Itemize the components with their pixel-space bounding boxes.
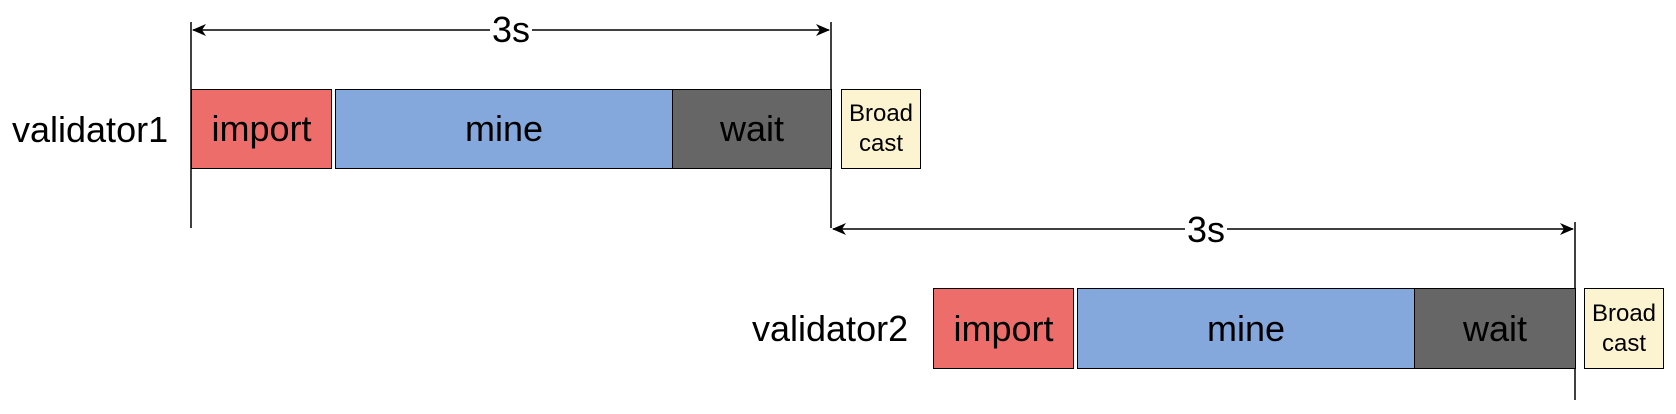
validator2-wait-block: wait bbox=[1414, 288, 1576, 369]
validator2-wait-label: wait bbox=[1462, 307, 1528, 349]
validator1-wait-block: wait bbox=[672, 89, 832, 169]
validator1-broadcast-line1: Broad bbox=[848, 100, 914, 127]
validator2-duration-label: 3s bbox=[1185, 209, 1228, 250]
validator1-broadcast-block: Broad cast bbox=[841, 89, 921, 169]
validator1-broadcast-line2: cast bbox=[858, 130, 903, 157]
validator2-broadcast-line2: cast bbox=[1601, 329, 1646, 357]
validator2-mine-block: mine bbox=[1077, 288, 1415, 369]
validator1-import-block: import bbox=[191, 89, 332, 169]
validator2-label: validator2 bbox=[752, 308, 909, 349]
validator1-mine-label: mine bbox=[464, 108, 544, 149]
validator1-duration-label: 3s bbox=[490, 9, 533, 50]
validator2-broadcast-line1: Broad bbox=[1591, 299, 1657, 327]
validator1-mine-block: mine bbox=[335, 89, 673, 169]
validator1-label: validator1 bbox=[12, 109, 169, 150]
validator1-wait-label: wait bbox=[719, 108, 785, 149]
validator2-import-block: import bbox=[933, 288, 1074, 369]
validator2-import-label: import bbox=[953, 307, 1054, 349]
validator1-import-label: import bbox=[211, 108, 312, 149]
validator2-mine-label: mine bbox=[1206, 307, 1286, 349]
validator2-broadcast-block: Broad cast bbox=[1584, 288, 1664, 369]
